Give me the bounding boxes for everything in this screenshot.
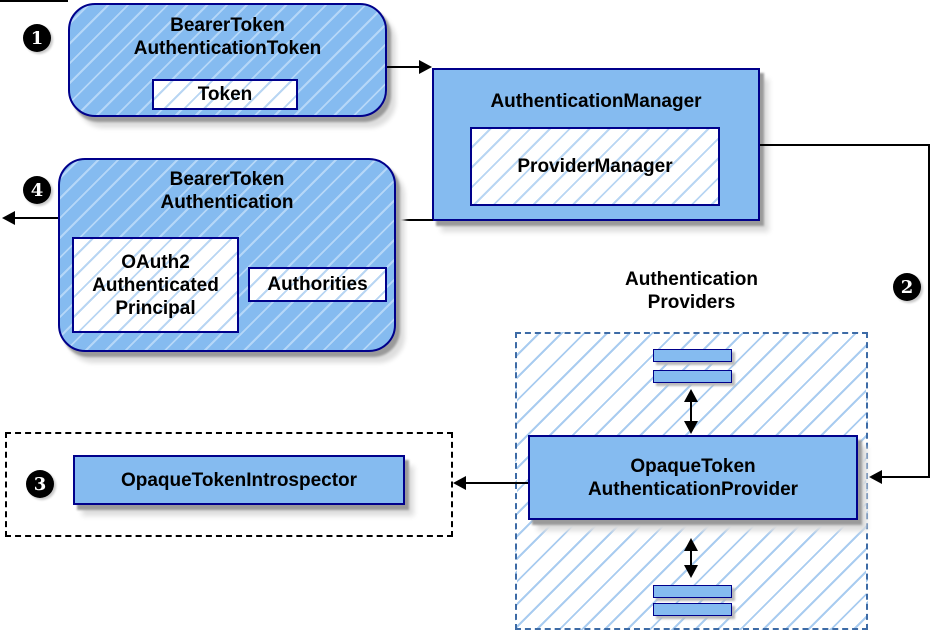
connector-step3	[466, 482, 528, 484]
node-opaque-token-introspector: OpaqueTokenIntrospector	[73, 455, 405, 505]
node-opaque-token-authentication-provider-title: OpaqueToken AuthenticationProvider	[587, 455, 799, 500]
arrowhead-down-icon	[684, 421, 698, 434]
arrowhead-right-icon	[419, 60, 432, 74]
node-bearer-token-authentication: BearerToken Authentication OAuth2 Authen…	[58, 158, 396, 352]
node-opaque-token-introspector-title: OpaqueTokenIntrospector	[120, 469, 358, 491]
arrowhead-left-icon	[453, 476, 466, 490]
node-bearer-token-authentication-token: BearerToken AuthenticationToken Token	[68, 3, 387, 117]
arrowhead-down-icon	[684, 565, 698, 578]
provider-stack-bar	[653, 603, 732, 616]
arrowhead-up-icon	[684, 389, 698, 402]
authentication-providers-label: Authentication Providers	[625, 269, 758, 313]
step-badge-4-number: 4	[30, 179, 44, 201]
connector-step2-top	[760, 144, 930, 146]
token-chip: Token	[152, 79, 298, 110]
arrowhead-up-icon	[684, 538, 698, 551]
node-bearer-token-authentication-token-title: BearerToken AuthenticationToken	[133, 15, 322, 59]
provider-stack-bar	[653, 370, 732, 383]
connector-step2-bottom	[882, 476, 930, 478]
step-badge-1: 1	[23, 24, 51, 52]
arrowhead-left-icon	[2, 211, 15, 225]
connector-manager-to-authentication	[396, 219, 433, 221]
arrowhead-left-icon	[869, 470, 882, 484]
authorities-chip: Authorities	[248, 267, 387, 302]
step-badge-1-number: 1	[30, 27, 44, 49]
step-badge-4: 4	[23, 176, 51, 204]
provider-manager-chip: ProviderManager	[470, 127, 720, 206]
connector-step4-out	[14, 217, 58, 219]
node-opaque-token-authentication-provider: OpaqueToken AuthenticationProvider	[528, 435, 858, 520]
node-authentication-manager-title: AuthenticationManager	[490, 91, 702, 112]
step-badge-3: 3	[26, 470, 54, 498]
provider-stack-bar	[653, 585, 732, 598]
step-badge-2: 2	[893, 273, 921, 301]
oauth2-authenticated-principal-chip: OAuth2 Authenticated Principal	[72, 237, 239, 333]
step-badge-3-number: 3	[33, 473, 47, 495]
connector-incoming-request	[0, 0, 68, 2]
connector-step2-side	[928, 144, 930, 478]
connector-token-to-manager	[387, 66, 420, 68]
node-authentication-manager: AuthenticationManager ProviderManager	[432, 68, 760, 221]
step-badge-2-number: 2	[900, 276, 914, 298]
node-bearer-token-authentication-title: BearerToken Authentication	[160, 169, 294, 213]
provider-stack-bar	[653, 349, 732, 362]
double-arrow-icon	[690, 547, 692, 569]
double-arrow-icon	[690, 398, 692, 426]
